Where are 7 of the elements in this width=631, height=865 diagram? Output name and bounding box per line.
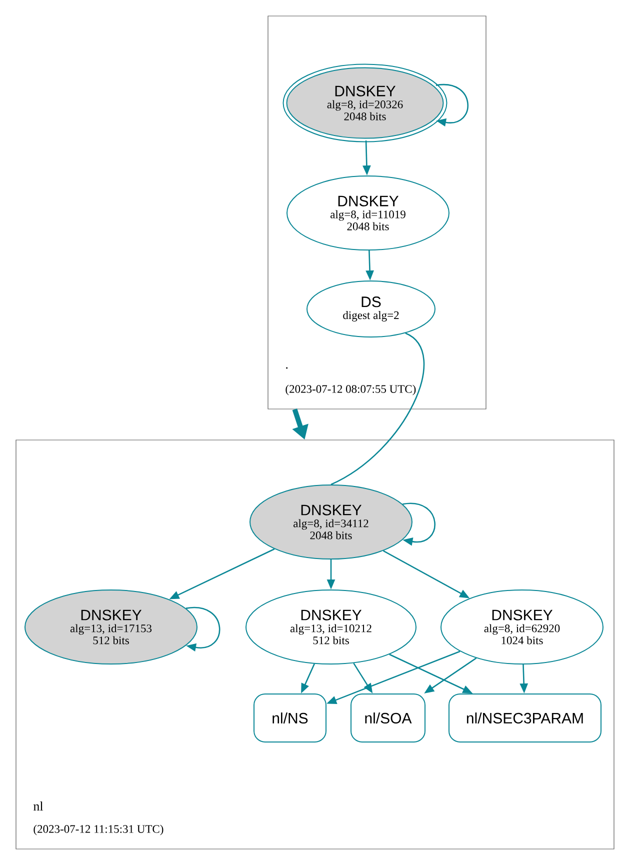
self-loop-arrow [402, 502, 436, 546]
record-box: nl/NS [254, 694, 326, 742]
self-loop-arrow [436, 84, 468, 127]
record-box: nl/SOA [350, 694, 426, 742]
self-loop-arrow [186, 607, 220, 652]
record-box: nl/NSEC3PARAM [448, 694, 602, 742]
line [330, 332, 424, 486]
